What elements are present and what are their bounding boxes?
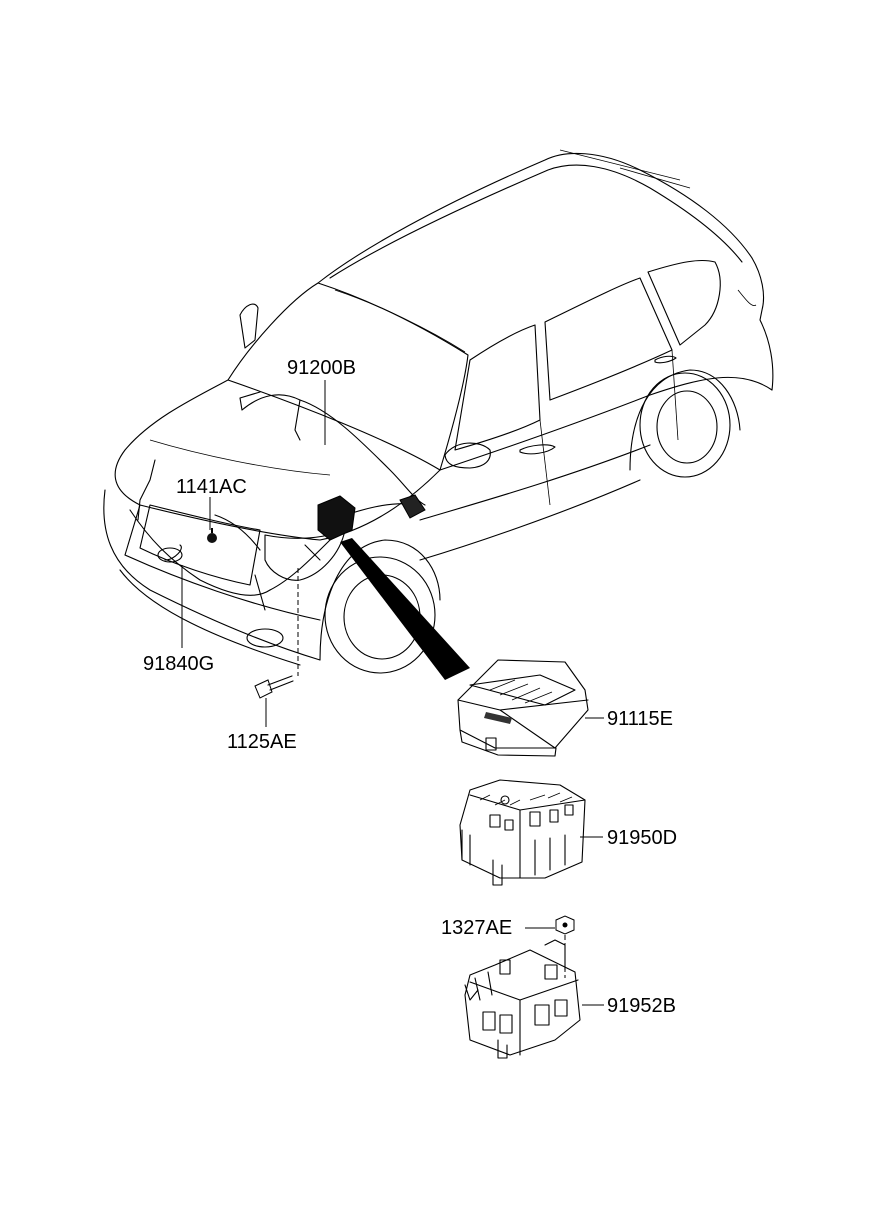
leader-lines [181,380,604,1006]
label-91952B: 91952B [607,995,676,1017]
lower-junction-box-icon [464,939,581,1059]
label-1141AC: 1141AC [176,476,247,498]
label-1125AE: 1125AE [227,731,297,753]
fuse-box-cover-icon [457,659,589,757]
wiring-harness [129,391,470,680]
vehicle-outline [103,149,774,674]
bolt-icon [254,675,294,699]
label-91115E: 91115E [607,708,673,730]
label-91950D: 91950D [607,827,678,849]
clip-bolt-icon [207,528,217,543]
label-1327AE: 1327AE [441,917,513,939]
junction-box-icon [459,779,586,886]
nut-icon [555,915,575,935]
label-91200B: 91200B [287,357,356,379]
label-91840G: 91840G [143,653,215,675]
